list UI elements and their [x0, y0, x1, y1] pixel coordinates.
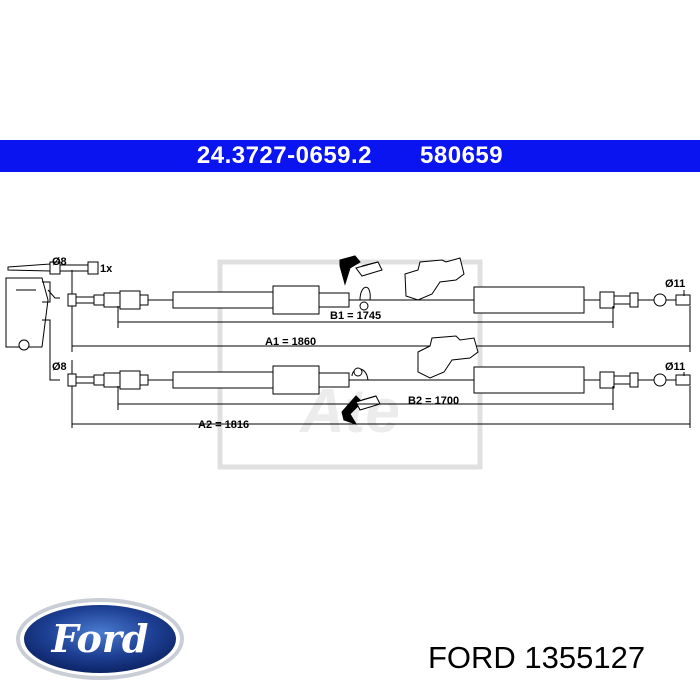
cable-bottom — [67, 335, 691, 395]
clip-top-icon — [339, 255, 383, 286]
dimension-b1 — [117, 306, 614, 328]
part-number: 24.3727-0659.2 — [196, 142, 373, 169]
cable-diagram: Ate 1x — [5, 255, 691, 470]
bracket-clip-icon — [5, 277, 60, 381]
header-bar: 24.3727-0659.2 580659 — [0, 140, 700, 172]
product-code: 580659 — [420, 142, 504, 169]
ford-logo: Ford — [16, 598, 184, 680]
dim-a1-label: A1 = 1860 — [265, 336, 316, 348]
cable-top — [67, 257, 691, 315]
dim-b2-label: B2 = 1700 — [408, 395, 459, 407]
dim-a2-label: A2 = 1816 — [198, 419, 249, 431]
diameter-left-top: Ø8 — [52, 256, 67, 268]
diameter-right-bottom: Ø11 — [665, 361, 685, 373]
dim-b1-label: B1 = 1745 — [330, 310, 381, 322]
diameter-right-top: Ø11 — [665, 278, 685, 290]
oem-reference: FORD 1355127 — [428, 640, 646, 675]
cable-tie-icon — [7, 261, 99, 275]
diameter-left-bottom: Ø8 — [52, 361, 67, 373]
ford-logo-text: Ford — [51, 616, 149, 661]
dimension-a1 — [71, 306, 691, 352]
quantity-label: 1x — [100, 263, 113, 275]
dimension-a2 — [71, 386, 691, 428]
dimension-b2 — [117, 386, 614, 410]
